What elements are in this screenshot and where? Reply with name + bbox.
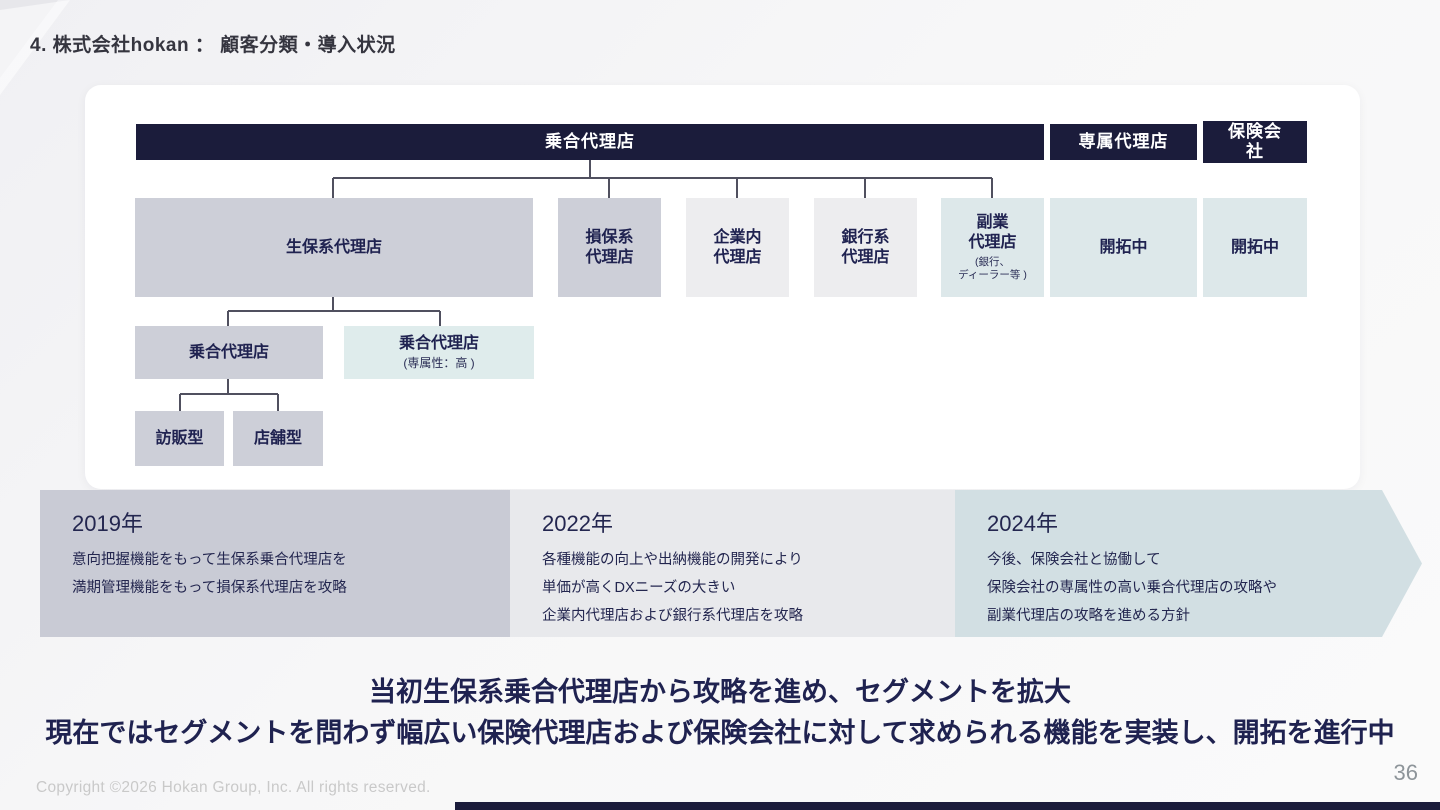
box-life-insurance-agency: 生保系代理店 <box>135 198 533 297</box>
box-visit-type: 訪販型 <box>135 411 224 466</box>
box-multi-agency-exclusive: 乗合代理店 (専属性：高 ) <box>344 326 534 379</box>
timeline-2022-text: 各種機能の向上や出納機能の開発により 単価が高くDXニーズの大きい 企業内代理店… <box>542 552 803 624</box>
timeline-2019: 2019年 意向把握機能をもって生保系乗合代理店を 満期管理機能をもって損保系代… <box>40 490 510 637</box>
copyright-text: Copyright ©2026 Hokan Group, Inc. All ri… <box>36 779 431 796</box>
box-side-business-agency: 副業 代理店 (銀行、 ディーラー等 ) <box>941 198 1044 297</box>
box-cultivating-1: 開拓中 <box>1050 198 1197 297</box>
box-bank-agency: 銀行系 代理店 <box>814 198 917 297</box>
box-store-type: 店舗型 <box>233 411 323 466</box>
bottom-accent-bar <box>455 802 1440 810</box>
timeline-2022: 2022年 各種機能の向上や出納機能の開発により 単価が高くDXニーズの大きい … <box>510 490 955 637</box>
box-cultivating-2: 開拓中 <box>1203 198 1307 297</box>
timeline-2022-year: 2022年 <box>542 511 613 536</box>
box-side-business-note: (銀行、 ディーラー等 ) <box>958 255 1027 281</box>
header-multi-agency: 乗合代理店 <box>136 124 1044 160</box>
summary-statement: 当初生保系乗合代理店から攻略を進め、セグメントを拡大 現在ではセグメントを問わず… <box>0 672 1440 754</box>
timeline-2024-year: 2024年 <box>987 511 1058 536</box>
page-number: 36 <box>1393 760 1418 785</box>
box-inhouse-agency: 企業内 代理店 <box>686 198 789 297</box>
box-nonlife-agency: 損保系 代理店 <box>558 198 661 297</box>
page-title: 4. 株式会社hokan ： 顧客分類・導入状況 <box>30 35 396 56</box>
header-insurance-company: 保険会 社 <box>1203 121 1307 163</box>
summary-line-1: 当初生保系乗合代理店から攻略を進め、セグメントを拡大 <box>369 677 1071 707</box>
timeline-2024-arrow: 2024年 今後、保険会社と協働して 保険会社の専属性の高い乗合代理店の攻略や … <box>955 490 1422 637</box>
header-exclusive-agency: 専属代理店 <box>1050 124 1197 160</box>
box-multi-agency: 乗合代理店 <box>135 326 323 379</box>
timeline-2019-year: 2019年 <box>72 511 143 536</box>
box-multi-agency-exclusive-label: 乗合代理店 <box>398 335 479 352</box>
box-multi-agency-exclusive-note: (専属性：高 ) <box>403 356 475 370</box>
box-side-business-label: 副業 代理店 <box>968 213 1017 251</box>
timeline-2024-text: 今後、保険会社と協働して 保険会社の専属性の高い乗合代理店の攻略や 副業代理店の… <box>987 552 1277 624</box>
summary-line-2: 現在ではセグメントを問わず幅広い保険代理店および保険会社に対して求められる機能を… <box>45 718 1395 748</box>
timeline-2019-text: 意向把握機能をもって生保系乗合代理店を 満期管理機能をもって損保系代理店を攻略 <box>72 552 347 596</box>
